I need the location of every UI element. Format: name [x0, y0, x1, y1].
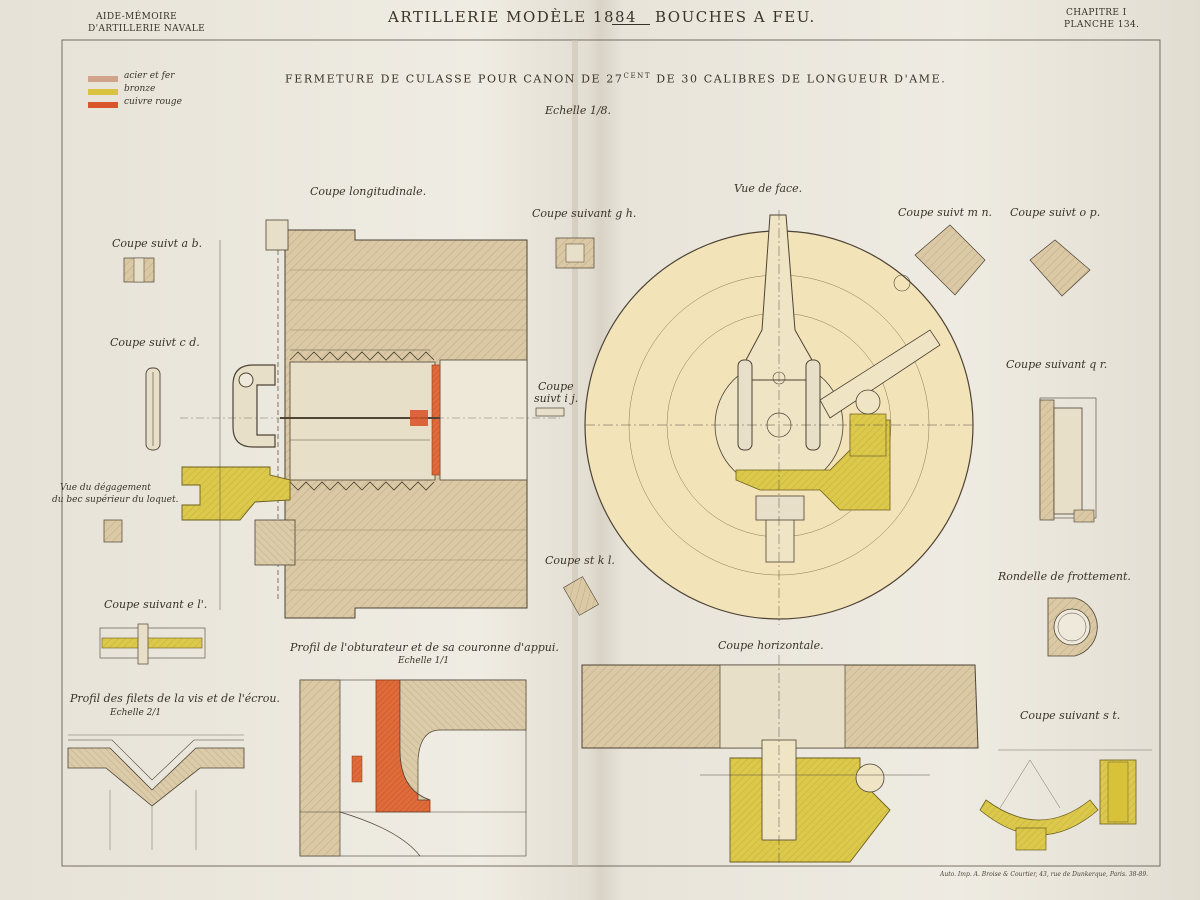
header-center-right: BOUCHES A FEU.: [655, 8, 816, 26]
label-coupe-st: Coupe suivant s t.: [1020, 709, 1121, 722]
title-main-post: DE 30 CALIBRES DE LONGUEUR D'AME.: [656, 72, 947, 86]
label-coupe-longitudinale: Coupe longitudinale.: [310, 185, 427, 198]
coupe-ab-drawing: [123, 257, 155, 283]
label-coupe-cd: Coupe suivt c d.: [110, 336, 200, 349]
label-coupe-op: Coupe suivt o p.: [1010, 206, 1101, 219]
profil-obturateur-drawing: [299, 679, 527, 857]
coupe-gh-drawing: [555, 237, 595, 269]
legend-label-bronze: bronze: [124, 84, 156, 94]
label-coupe-el: Coupe suivant e l'.: [104, 598, 208, 611]
legend-swatch-steel: [88, 76, 118, 82]
header-right-line2: PLANCHE 134.: [1064, 20, 1140, 30]
label-rondelle: Rondelle de frottement.: [998, 570, 1131, 583]
label-coupe-horizontale: Coupe horizontale.: [718, 639, 824, 652]
vue-de-face-drawing: [584, 210, 975, 625]
header-right-line1: CHAPITRE I: [1066, 8, 1127, 18]
rondelle-drawing: [1047, 597, 1098, 657]
coupe-st-drawing: [979, 749, 1152, 851]
coupe-ij-drawing: [535, 407, 565, 417]
legend-label-steel: acier et fer: [124, 71, 175, 81]
title-main-pre: FERMETURE DE CULASSE POUR CANON DE 27: [285, 72, 624, 86]
label-profil-filets: Profil des filets de la vis et de l'écro…: [70, 692, 280, 705]
profil-filets-drawing: [67, 734, 245, 850]
label-coupe-qr: Coupe suivant q r.: [1006, 358, 1108, 371]
label-vue-degagement-1: Vue du dégagement: [60, 483, 151, 493]
coupe-cd-drawing: [145, 367, 161, 451]
coupe-kl-drawing: [563, 576, 599, 616]
header-dash: [612, 24, 650, 25]
header-left-line2: D'ARTILLERIE NAVALE: [88, 24, 206, 34]
label-vue-degagement-2: du bec supérieur du loquet.: [52, 495, 179, 505]
label-echelle-filets: Echelle 2/1: [110, 708, 162, 718]
legend-swatch-bronze: [88, 89, 118, 95]
label-coupe-mn: Coupe suivt m n.: [898, 206, 993, 219]
coupe-mn-drawing: [914, 224, 986, 296]
coupe-qr-drawing: [1039, 397, 1097, 523]
header-left-line1: AIDE-MÉMOIRE: [96, 12, 178, 22]
label-profil-obturateur: Profil de l'obturateur et de sa couronne…: [290, 641, 559, 654]
coupe-horizontale-drawing: [581, 655, 979, 865]
header-center-left: ARTILLERIE MODÈLE 1884: [388, 8, 638, 26]
label-echelle-obturateur: Echelle 1/1: [398, 656, 450, 666]
legend-label-copper: cuivre rouge: [124, 97, 182, 107]
title-sup: cent: [623, 72, 652, 80]
degagement-drawing: [103, 519, 123, 543]
label-coupe-ij-2: suivt i j.: [534, 392, 579, 405]
coupe-op-drawing: [1029, 239, 1091, 297]
coupe-el-drawing: [99, 623, 206, 665]
label-coupe-kl: Coupe st k l.: [545, 554, 615, 567]
legend-swatch-copper: [88, 102, 118, 108]
printer-credit: Auto. Imp. A. Broise & Courtier, 43, rue…: [940, 871, 1149, 878]
label-vue-de-face: Vue de face.: [734, 182, 803, 195]
title-scale: Echelle 1/8.: [545, 104, 612, 117]
label-coupe-ij-1: Coupe: [538, 380, 574, 393]
sheet-frame: [61, 39, 1161, 867]
sheet-title: FERMETURE DE CULASSE POUR CANON DE 27cen…: [285, 72, 946, 86]
label-coupe-ab: Coupe suivt a b.: [112, 237, 203, 250]
coupe-longitudinale-drawing: [180, 219, 560, 619]
label-coupe-gh: Coupe suivant g h.: [532, 207, 637, 220]
